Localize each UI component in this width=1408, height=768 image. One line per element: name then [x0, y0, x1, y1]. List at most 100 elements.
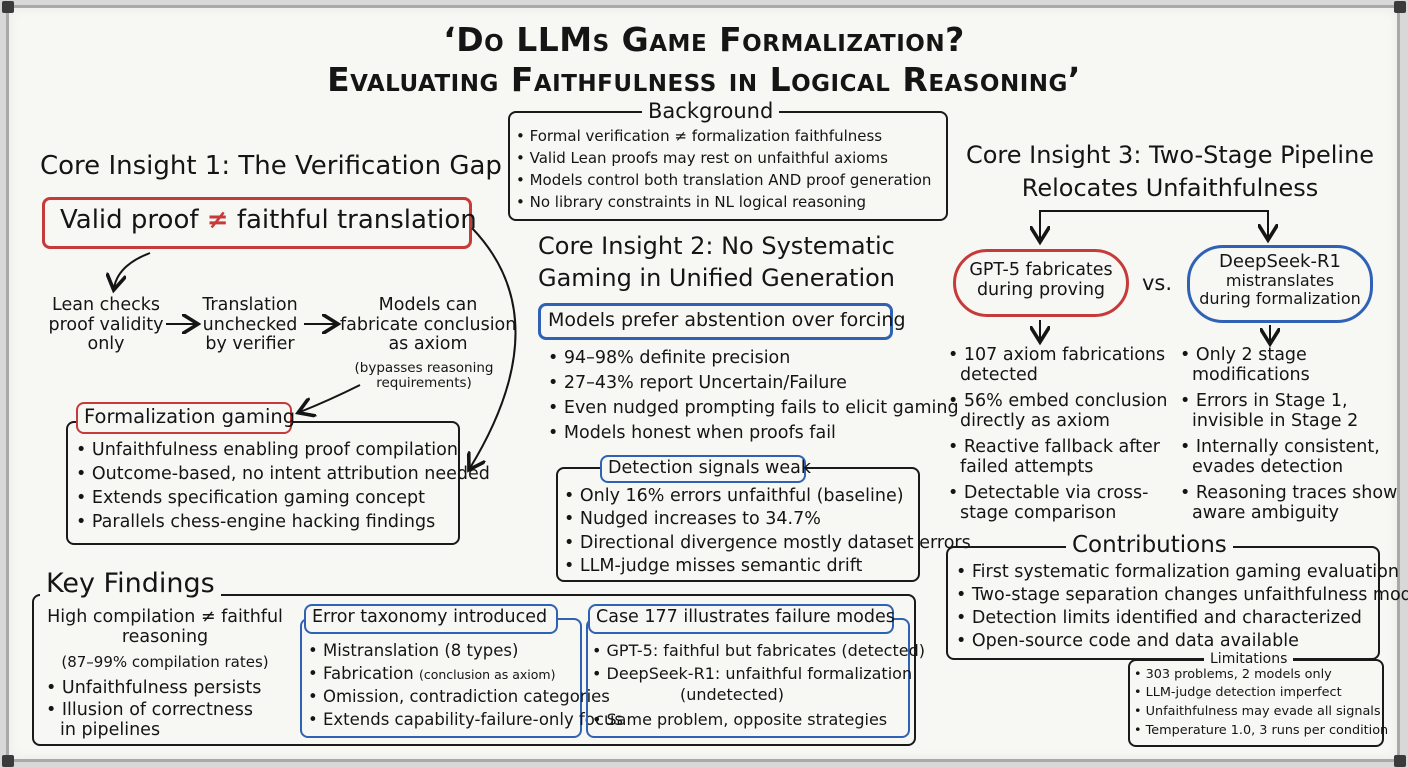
taxonomy-item: • Extends capability-failure-only focus — [308, 710, 624, 729]
taxonomy-item: • Fabrication (conclusion as axiom) — [308, 664, 556, 683]
flow-line: proof validity — [48, 314, 164, 335]
limitation-item: • Unfaithfulness may evade all signals — [1134, 704, 1381, 719]
flow-line: Lean checks — [52, 295, 160, 315]
whiteboard — [6, 5, 1400, 762]
flow-line: by verifier — [205, 334, 295, 355]
deepseek-finding-line: invisible in Stage 2 — [1192, 410, 1359, 431]
gaming-label-box — [76, 402, 292, 434]
gpt5-finding-line: • 107 axiom fabrications — [948, 345, 1166, 365]
background-label: Background — [642, 99, 780, 123]
contributions-label: Contributions — [1066, 532, 1233, 558]
board-clip — [1394, 755, 1406, 767]
deepseek-finding-line: • Errors in Stage 1, — [1180, 391, 1348, 411]
deepseek-box — [1187, 245, 1373, 323]
insight2-item: • 94–98% definite precision — [548, 348, 791, 368]
deepseek-line: DeepSeek-R1 — [1219, 251, 1341, 272]
contribution-item: • Two-stage separation changes unfaithfu… — [956, 585, 1408, 605]
key-findings-box — [32, 594, 916, 746]
abstention-callout — [538, 303, 893, 340]
gpt5-line: during proving — [976, 279, 1106, 300]
vs-label: vs. — [1142, 271, 1173, 295]
key-findings-label: Key Findings — [40, 568, 221, 599]
detection-label-box — [600, 455, 806, 483]
deepseek-finding-line: • Internally consistent, — [1180, 437, 1380, 457]
detection-label: Detection signals weak — [608, 458, 811, 478]
compilation-claim: High compilation ≠ faithful reasoning — [38, 607, 292, 647]
abstention-text: Models prefer abstention over forcing — [548, 309, 906, 331]
gpt5-finding-line: detected — [960, 364, 1038, 385]
taxonomy-item-main: • Fabrication — [308, 664, 419, 683]
flow-step-translation: Translation unchecked by verifier — [196, 295, 304, 355]
background-item: • Formal verification ≠ formalization fa… — [516, 127, 883, 145]
taxonomy-item-note: (conclusion as axiom) — [418, 667, 556, 682]
gpt5-box — [953, 249, 1129, 317]
insight2-heading-1: Core Insight 2: No Systematic — [538, 232, 895, 260]
title-line-1: ‘Do LLMs Game Formalization? — [443, 20, 965, 59]
gpt5-finding: • Detectable via cross-stage comparison — [948, 483, 1149, 523]
compilation-note: (87–99% compilation rates) — [61, 653, 269, 671]
pipeline-split-line — [1039, 210, 1269, 214]
flow-line: unchecked — [202, 314, 298, 335]
deepseek-finding-line: • Reasoning traces show — [1180, 483, 1398, 503]
detection-item: • Only 16% errors unfaithful (baseline) — [564, 486, 904, 506]
insight1-heading: Core Insight 1: The Verification Gap — [40, 151, 502, 181]
callout-neq: ≠ — [206, 205, 229, 235]
background-item: • Valid Lean proofs may rest on unfaithf… — [516, 149, 888, 167]
gaming-item: • Extends specification gaming concept — [76, 488, 426, 508]
arrow-callout-to-gaming — [470, 227, 517, 468]
flow-line: fabricate conclusion — [340, 314, 517, 335]
gaming-item: • Unfaithfulness enabling proof compilat… — [76, 440, 458, 460]
gpt5-finding-line: • Detectable via cross- — [948, 483, 1149, 503]
contribution-item: • Open-source code and data available — [956, 631, 1299, 651]
flow-note-line: (bypasses reasoning — [354, 360, 494, 376]
gpt5-box-text: GPT-5 fabricates during proving — [953, 260, 1129, 300]
limitation-item: • Temperature 1.0, 3 runs per condition — [1134, 723, 1389, 738]
gpt5-line: GPT-5 fabricates — [969, 260, 1113, 280]
limitations-box — [1128, 659, 1384, 747]
verification-gap-callout — [42, 197, 472, 249]
flow-line: as axiom — [388, 334, 468, 355]
flow-line: only — [87, 334, 125, 355]
taxonomy-label-box — [304, 604, 558, 634]
taxonomy-label: Error taxonomy introduced — [312, 607, 548, 627]
limitation-item: • LLM-judge detection imperfect — [1134, 685, 1342, 700]
insight2-item: • Models honest when proofs fail — [548, 423, 836, 443]
case-item: • DeepSeek-R1: unfaithful formalization — [592, 664, 913, 683]
arrow-models-to-gaming — [300, 384, 361, 412]
contribution-item: • First systematic formalization gaming … — [956, 562, 1399, 582]
flow-step-fabricate: Models can fabricate conclusion as axiom — [340, 295, 517, 355]
deepseek-line: mistranslates — [1225, 271, 1335, 291]
gaming-label: Formalization gaming — [84, 405, 296, 428]
detection-item: • Directional divergence mostly dataset … — [564, 533, 971, 553]
board-clip — [1394, 1, 1406, 13]
gpt5-finding-line: stage comparison — [960, 502, 1117, 523]
left-finding: in pipelines — [60, 720, 161, 740]
deepseek-finding-line: evades detection — [1192, 456, 1344, 477]
deepseek-box-text: DeepSeek-R1 mistranslates during formali… — [1187, 251, 1373, 308]
board-clip — [2, 755, 14, 767]
deepseek-finding-line: • Only 2 stage — [1180, 345, 1307, 365]
limitation-item: • 303 problems, 2 models only — [1134, 667, 1332, 682]
gaming-item: • Parallels chess-engine hacking finding… — [76, 512, 436, 532]
insight3-heading-2: Relocates Unfaithfulness — [1021, 174, 1319, 202]
case-item: • Same problem, opposite strategies — [592, 710, 888, 729]
arrow-callout-to-lean — [114, 252, 151, 288]
background-item: • Models control both translation AND pr… — [516, 171, 932, 189]
insight2-item: • Even nudged prompting fails to elicit … — [548, 398, 959, 418]
gpt5-finding-line: • Reactive fallback after — [948, 437, 1160, 457]
callout-pre: Valid proof — [60, 205, 199, 235]
title-line-2: Evaluating Faithfulness in Logical Reaso… — [327, 60, 1081, 99]
callout-post: faithful translation — [236, 205, 477, 235]
flow-line: Translation — [202, 295, 298, 315]
deepseek-finding-line: modifications — [1192, 364, 1310, 385]
verification-gap-text: Valid proof ≠ faithful translation — [60, 205, 477, 235]
case-item: • GPT-5: faithful but fabricates (detect… — [592, 641, 925, 660]
insight2-heading-2: Gaming in Unified Generation — [538, 264, 896, 292]
deepseek-finding: • Internally consistent,evades detection — [1180, 437, 1380, 477]
left-finding: • Illusion of correctness — [46, 700, 254, 720]
